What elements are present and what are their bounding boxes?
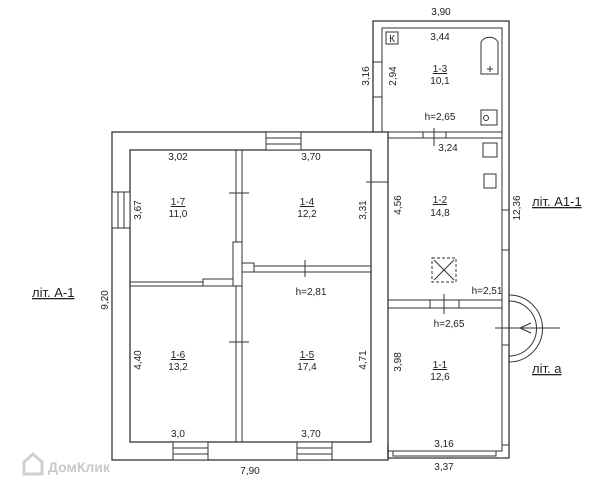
room-1-1: 1-1 12,6 3,98 3,16 h=2,65 [393,319,465,450]
room-1-4: 1-4 12,2 3,31 3,70 [297,152,369,220]
toilet-icon [480,109,498,126]
dimension-label: 4,40 [133,350,144,370]
dimension-label: 10,1 [430,76,450,87]
room-1-5: 1-5 17,4 4,71 3,70 h=2,81 [296,287,369,440]
dimension-label: 13,2 [168,362,188,373]
dimension-label: 12,2 [297,209,317,220]
dimension-label: 11,0 [169,209,188,220]
dimension-label: 1-2 [433,195,448,206]
dimension-label: 3,24 [438,143,458,154]
dimension-label: 2,94 [388,66,399,86]
dimension-label: h=2,51 [472,286,503,297]
porch [495,294,560,363]
dim-main-height: 9,20 [100,290,111,310]
label-annex: літ. А1-1 [532,194,582,209]
dimension-label: h=2,65 [434,319,465,330]
fixtures: К [385,31,499,283]
dim-annex-top: 3,90 [431,7,451,18]
room-1-7: 1-7 11,0 3,67 3,02 [133,152,188,220]
stove-icon [482,142,498,158]
dim-main-width: 7,90 [240,466,260,477]
dimension-label: 14,8 [430,208,450,219]
dimension-label: 3,16 [434,439,454,450]
dimension-label: 4,56 [393,195,404,215]
label-main-building: літ. А-1 [32,285,74,300]
boiler-marker-label: К [389,34,395,45]
dimension-label: 17,4 [297,362,317,373]
dimension-label: 3,98 [393,352,404,372]
dim-1-3-outer: 3,16 [361,66,372,86]
bathtub-icon [480,36,499,75]
label-porch: літ. а [532,361,562,376]
dimension-label: 1-4 [300,197,315,208]
windows [111,61,510,461]
boiler-marker [385,31,399,45]
annex-walls [372,20,510,459]
dimension-label: 3,02 [168,152,188,163]
dimension-label: 1-1 [433,360,448,371]
dimension-label: ДомКлик [48,459,111,475]
dimension-label: 3,70 [301,152,321,163]
dimension-label: 4,71 [358,350,369,370]
house-logo-icon [22,451,44,476]
room-1-2: 1-2 14,8 4,56 3,24 h=2,51 [393,143,503,297]
dimension-label: 3,0 [171,429,185,440]
dimension-label: 3,31 [358,200,369,220]
watermark: ДомКлик [22,451,111,476]
main-building-walls [111,131,389,461]
room-1-6: 1-6 13,2 4,40 3,0 [133,350,188,440]
room-1-3: 1-3 10,1 2,94 3,44 h=2,65 [388,32,456,123]
dimension-label: 1-6 [171,350,186,361]
dimension-label: 3,70 [301,429,321,440]
dimension-label: h=2,81 [296,287,327,298]
dimension-label: 3,44 [430,32,450,43]
dimension-label: 1-5 [300,350,315,361]
dimension-label: h=2,65 [425,112,456,123]
dim-annex-bottom: 3,37 [434,462,454,473]
dimension-label: 1-3 [433,64,448,75]
dimension-label: 12,6 [430,372,450,383]
chimney-icon [431,257,457,283]
dimension-label: 3,67 [133,200,144,220]
dimension-label: 1-7 [171,197,186,208]
dim-annex-height: 12,36 [512,195,523,220]
sink-icon [483,173,497,189]
